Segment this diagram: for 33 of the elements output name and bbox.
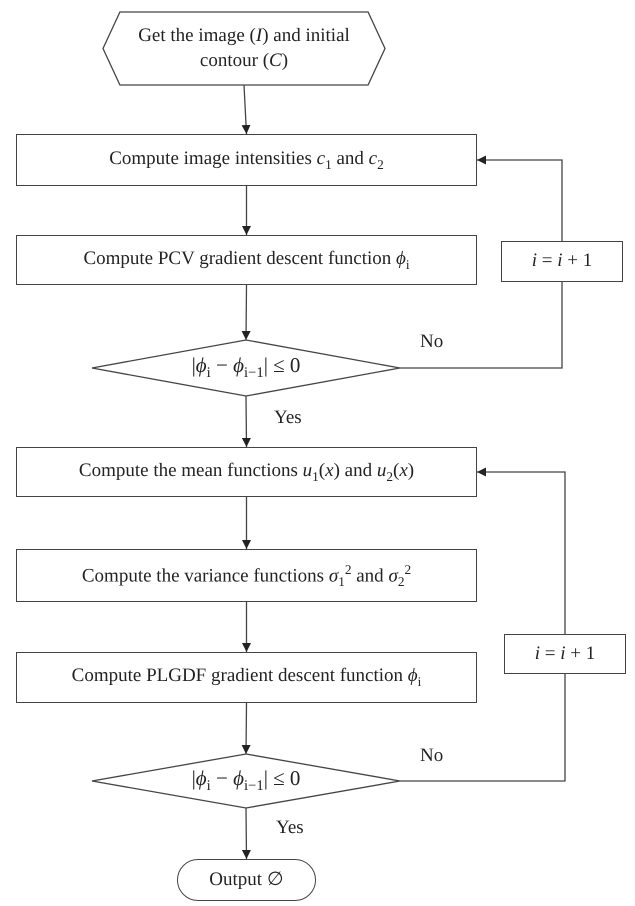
process-box (16, 134, 477, 186)
arrow (242, 396, 251, 447)
arrow (242, 703, 251, 754)
node-label: i = i + 1 (532, 249, 592, 274)
node-label: Compute PCV gradient descent function ϕ$_{i}$ (83, 246, 410, 274)
connector-line (400, 282, 563, 369)
node-label: i = i + 1 (534, 642, 596, 666)
arrow (242, 285, 251, 340)
arrow (242, 602, 251, 652)
process-box (501, 241, 623, 282)
node-label: Get the image (I) and initial contour (C) (137, 24, 351, 72)
start-hexagon (103, 12, 385, 85)
arrow (477, 156, 563, 241)
arrow (242, 186, 251, 235)
node-label: Compute image intensities c$_{1}$ and c$_{2}$ (109, 146, 384, 174)
process-box (504, 634, 626, 674)
arrow (242, 84, 251, 134)
arrow (242, 808, 251, 859)
decision-diamond (92, 340, 400, 396)
decision-diamond (92, 754, 400, 808)
arrow (242, 497, 251, 549)
node-label: |ϕ$_{i}$ − ϕ$_{i−1}$| ≤ 0 (192, 352, 300, 384)
process-box (16, 652, 477, 703)
node-label: Output ∅ (209, 868, 284, 892)
process-box (16, 549, 477, 602)
node-label: Compute PLGDF gradient descent function ϕ$_{i}$ (72, 664, 422, 691)
node-label: |ϕ$_{i}$ − ϕ$_{i−1}$| ≤ 0 (192, 765, 300, 797)
process-box (16, 235, 477, 285)
arrow (477, 468, 566, 634)
process-box (16, 447, 477, 497)
node-label: Compute the mean functions u$_{1}$(x) and u$_{2}$(x) (78, 458, 414, 486)
end-terminal (177, 859, 316, 901)
connector-line (400, 674, 566, 782)
